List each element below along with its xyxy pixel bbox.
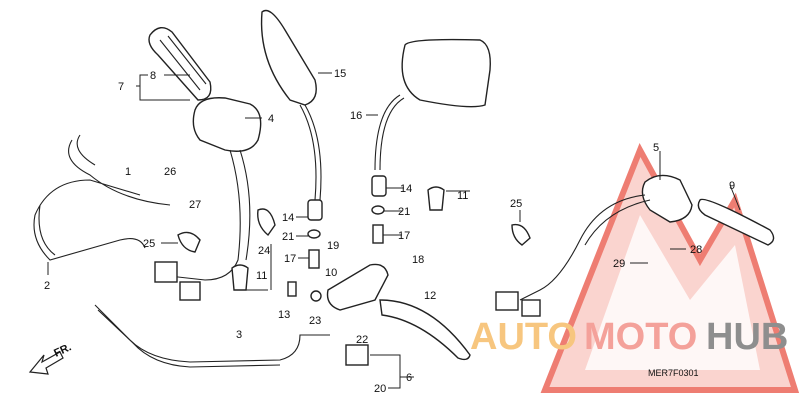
callout-20: 20	[374, 383, 386, 395]
callout-21: 21	[282, 231, 294, 243]
callout-8: 8	[150, 70, 156, 82]
part-11-right	[427, 186, 445, 211]
callout-22: 22	[356, 334, 368, 346]
left-switch-housing	[154, 97, 262, 301]
callout-24: 24	[258, 245, 270, 257]
clutch-cable	[94, 304, 330, 368]
part-24	[257, 208, 276, 237]
callout-9: 9	[729, 180, 735, 192]
part-21-right	[371, 205, 385, 215]
callout-17b: 17	[398, 230, 410, 242]
part-13	[287, 281, 297, 297]
callout-13: 13	[278, 309, 290, 321]
part-21-left	[307, 229, 321, 239]
front-direction-marker: FR.	[28, 341, 73, 375]
callout-3: 3	[236, 329, 242, 341]
callout-7: 7	[118, 81, 124, 93]
callout-11b: 11	[457, 190, 468, 202]
throttle-cables	[33, 134, 171, 261]
callout-4: 4	[268, 113, 274, 125]
callout-1: 1	[125, 166, 131, 178]
part-6-switch	[345, 344, 369, 366]
callout-12: 12	[424, 290, 436, 302]
part-14-left	[307, 199, 323, 221]
callout-27: 27	[189, 199, 201, 211]
callout-29: 29	[613, 258, 625, 270]
callout-14b: 14	[400, 183, 412, 195]
callout-5: 5	[653, 142, 659, 154]
watermark-hub: HUB	[706, 316, 788, 358]
front-arrow-icon	[28, 351, 64, 375]
callout-10: 10	[325, 267, 337, 279]
callout-17: 17	[284, 253, 296, 265]
left-mirror	[260, 9, 322, 201]
part-25-left	[177, 231, 201, 253]
callout-labels: 8 7 4 15 16 1 26 27 14 21 17 24 11 25 2 …	[44, 68, 735, 395]
right-switch-housing	[495, 174, 693, 317]
callout-16: 16	[350, 110, 362, 122]
watermark-triangle-inner	[585, 215, 760, 370]
callout-26: 26	[164, 166, 176, 178]
callout-2: 2	[44, 280, 50, 292]
callout-6: 6	[406, 372, 412, 384]
part-14-right	[371, 175, 387, 197]
part-23	[310, 290, 322, 302]
clutch-lever-assembly	[287, 263, 471, 366]
callout-21b: 21	[398, 206, 410, 218]
callout-28: 28	[690, 244, 702, 256]
part-11-left	[231, 264, 249, 291]
right-mirror	[374, 38, 491, 171]
callout-11: 11	[256, 270, 267, 282]
watermark-auto: AUTO	[470, 316, 577, 358]
callout-14: 14	[282, 212, 294, 224]
callout-19: 19	[327, 240, 339, 252]
leader-lines	[47, 72, 741, 389]
part-17-left	[308, 249, 320, 269]
drawing-code: MER7F0301	[648, 368, 699, 378]
callout-25: 25	[143, 238, 155, 250]
callout-18: 18	[412, 254, 424, 266]
callout-23: 23	[309, 315, 321, 327]
right-grip	[697, 198, 775, 246]
watermark-moto: MOTO	[584, 316, 697, 358]
front-label: FR.	[52, 341, 73, 359]
left-grip	[148, 27, 212, 101]
callout-25b: 25	[510, 198, 522, 210]
callout-15: 15	[334, 68, 346, 80]
part-17-right	[372, 224, 384, 244]
